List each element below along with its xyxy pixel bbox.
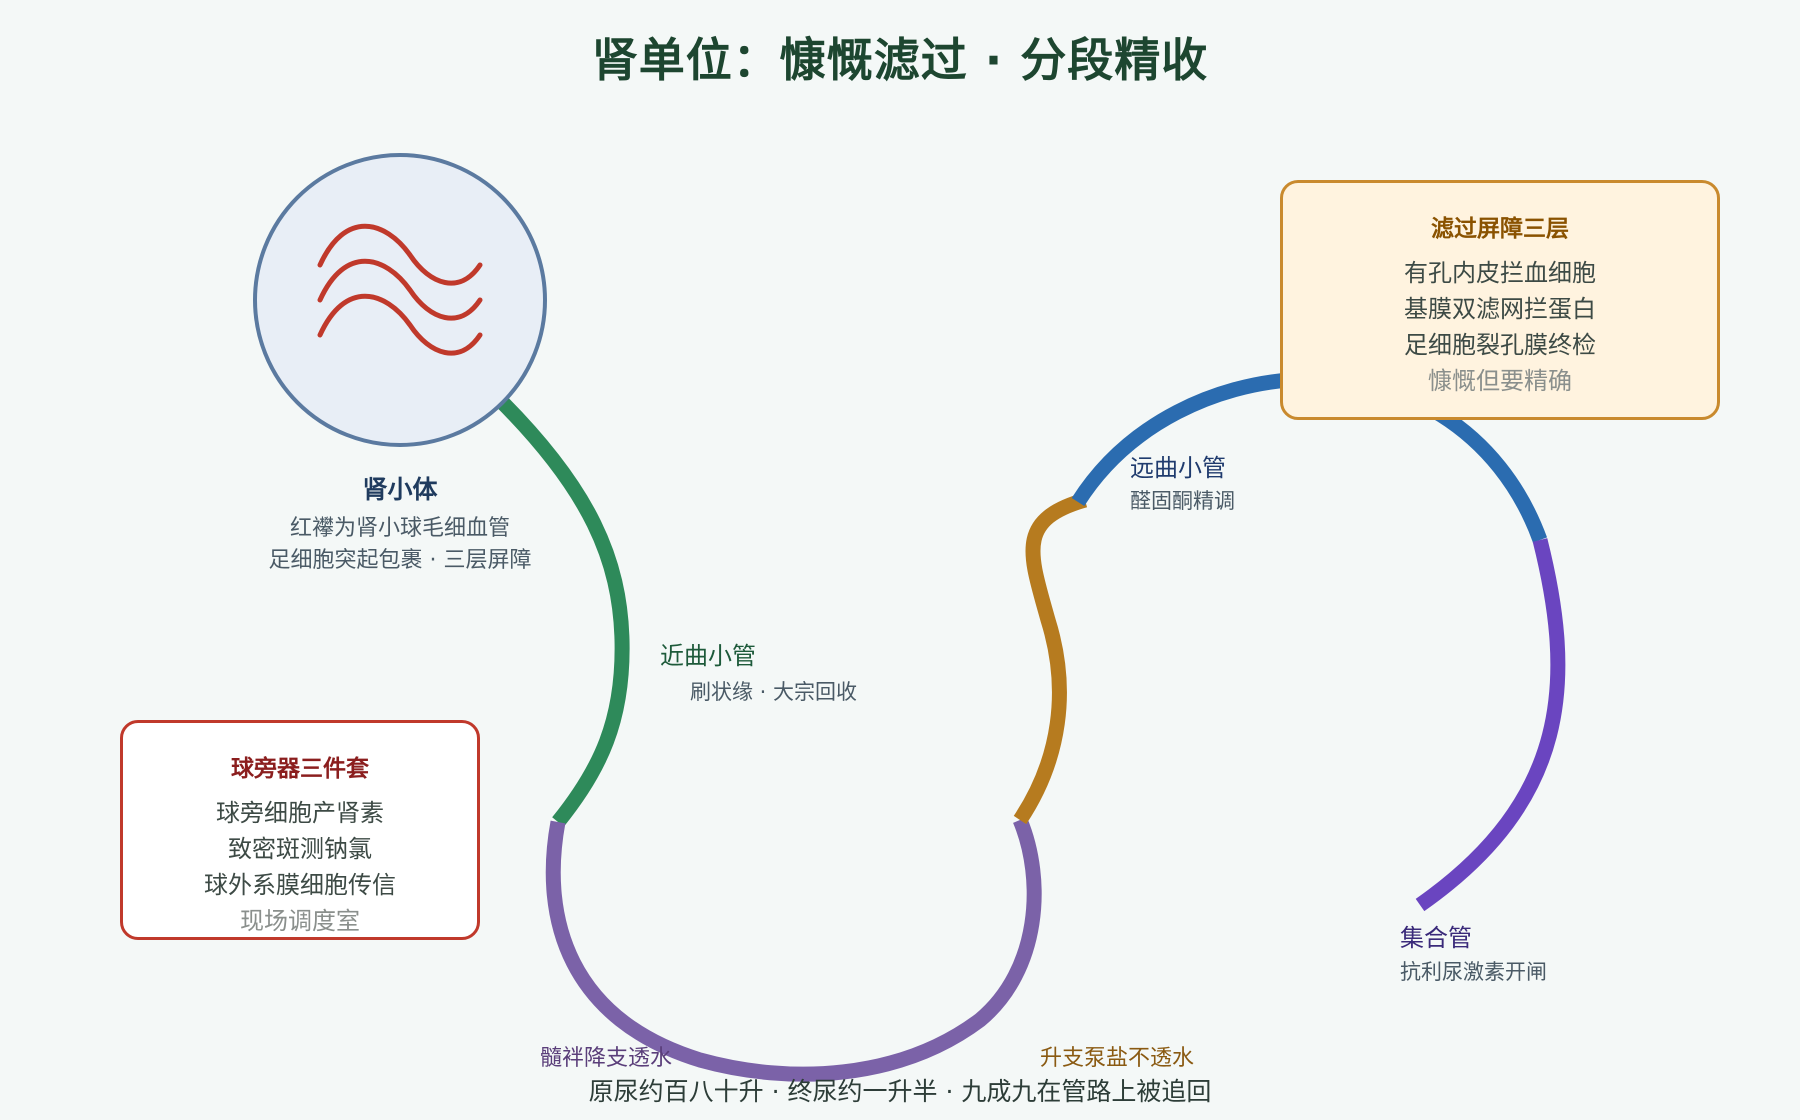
proximal-tubule-name: 近曲小管 <box>660 642 756 670</box>
loop-of-henle-segment <box>545 817 1042 1082</box>
juxtaglomerular-line: 致密斑测钠氯 <box>228 835 372 863</box>
footer-caption: 原尿约百八十升 · 终尿约一升半 · 九成九在管路上被追回 <box>588 1077 1212 1106</box>
filtration-barrier-box: 滤过屏障三层 有孔内皮拦血细胞 基膜双滤网拦蛋白 足细胞裂孔膜终检 慷慨但要精确 <box>1280 180 1720 420</box>
juxtaglomerular-note: 现场调度室 <box>240 907 360 935</box>
filtration-barrier-line: 有孔内皮拦血细胞 <box>1404 259 1596 287</box>
filtration-barrier-line: 基膜双滤网拦蛋白 <box>1404 295 1596 323</box>
filtration-barrier-title: 滤过屏障三层 <box>1431 216 1569 242</box>
collecting-duct-desc: 抗利尿激素开闸 <box>1400 960 1547 984</box>
filtration-barrier-note: 慷慨但要精确 <box>1428 367 1572 395</box>
loop-ascending-label: 升支泵盐不透水 <box>1040 1046 1195 1071</box>
distal-tubule-name: 远曲小管 <box>1130 454 1226 482</box>
filtration-barrier-line: 足细胞裂孔膜终检 <box>1404 331 1596 359</box>
renal-corpuscle-line2: 足细胞突起包裹 · 三层屏障 <box>268 548 532 573</box>
loop-descending-label: 髓袢降支透水 <box>540 1046 673 1071</box>
page-title: 肾单位：慷慨滤过 · 分段精收 <box>591 33 1209 87</box>
capillary-waves-icon <box>317 223 483 356</box>
collecting-duct-segment <box>1415 538 1566 912</box>
thick-ascending-limb-segment <box>1013 492 1088 825</box>
juxtaglomerular-box: 球旁器三件套 球旁细胞产肾素 致密斑测钠氯 球外系膜细胞传信 现场调度室 <box>120 720 480 940</box>
proximal-tubule-segment <box>494 394 630 827</box>
distal-tubule-desc: 醛固酮精调 <box>1130 489 1235 513</box>
renal-corpuscle-circle <box>253 153 547 447</box>
juxtaglomerular-title: 球旁器三件套 <box>231 756 369 782</box>
collecting-duct-name: 集合管 <box>1400 924 1472 952</box>
proximal-tubule-desc: 刷状缘 · 大宗回收 <box>690 680 858 704</box>
juxtaglomerular-line: 球旁细胞产肾素 <box>216 799 384 827</box>
renal-corpuscle-name: 肾小体 <box>362 475 438 504</box>
renal-corpuscle-line1: 红襻为肾小球毛细血管 <box>289 516 510 541</box>
juxtaglomerular-line: 球外系膜细胞传信 <box>204 871 396 899</box>
